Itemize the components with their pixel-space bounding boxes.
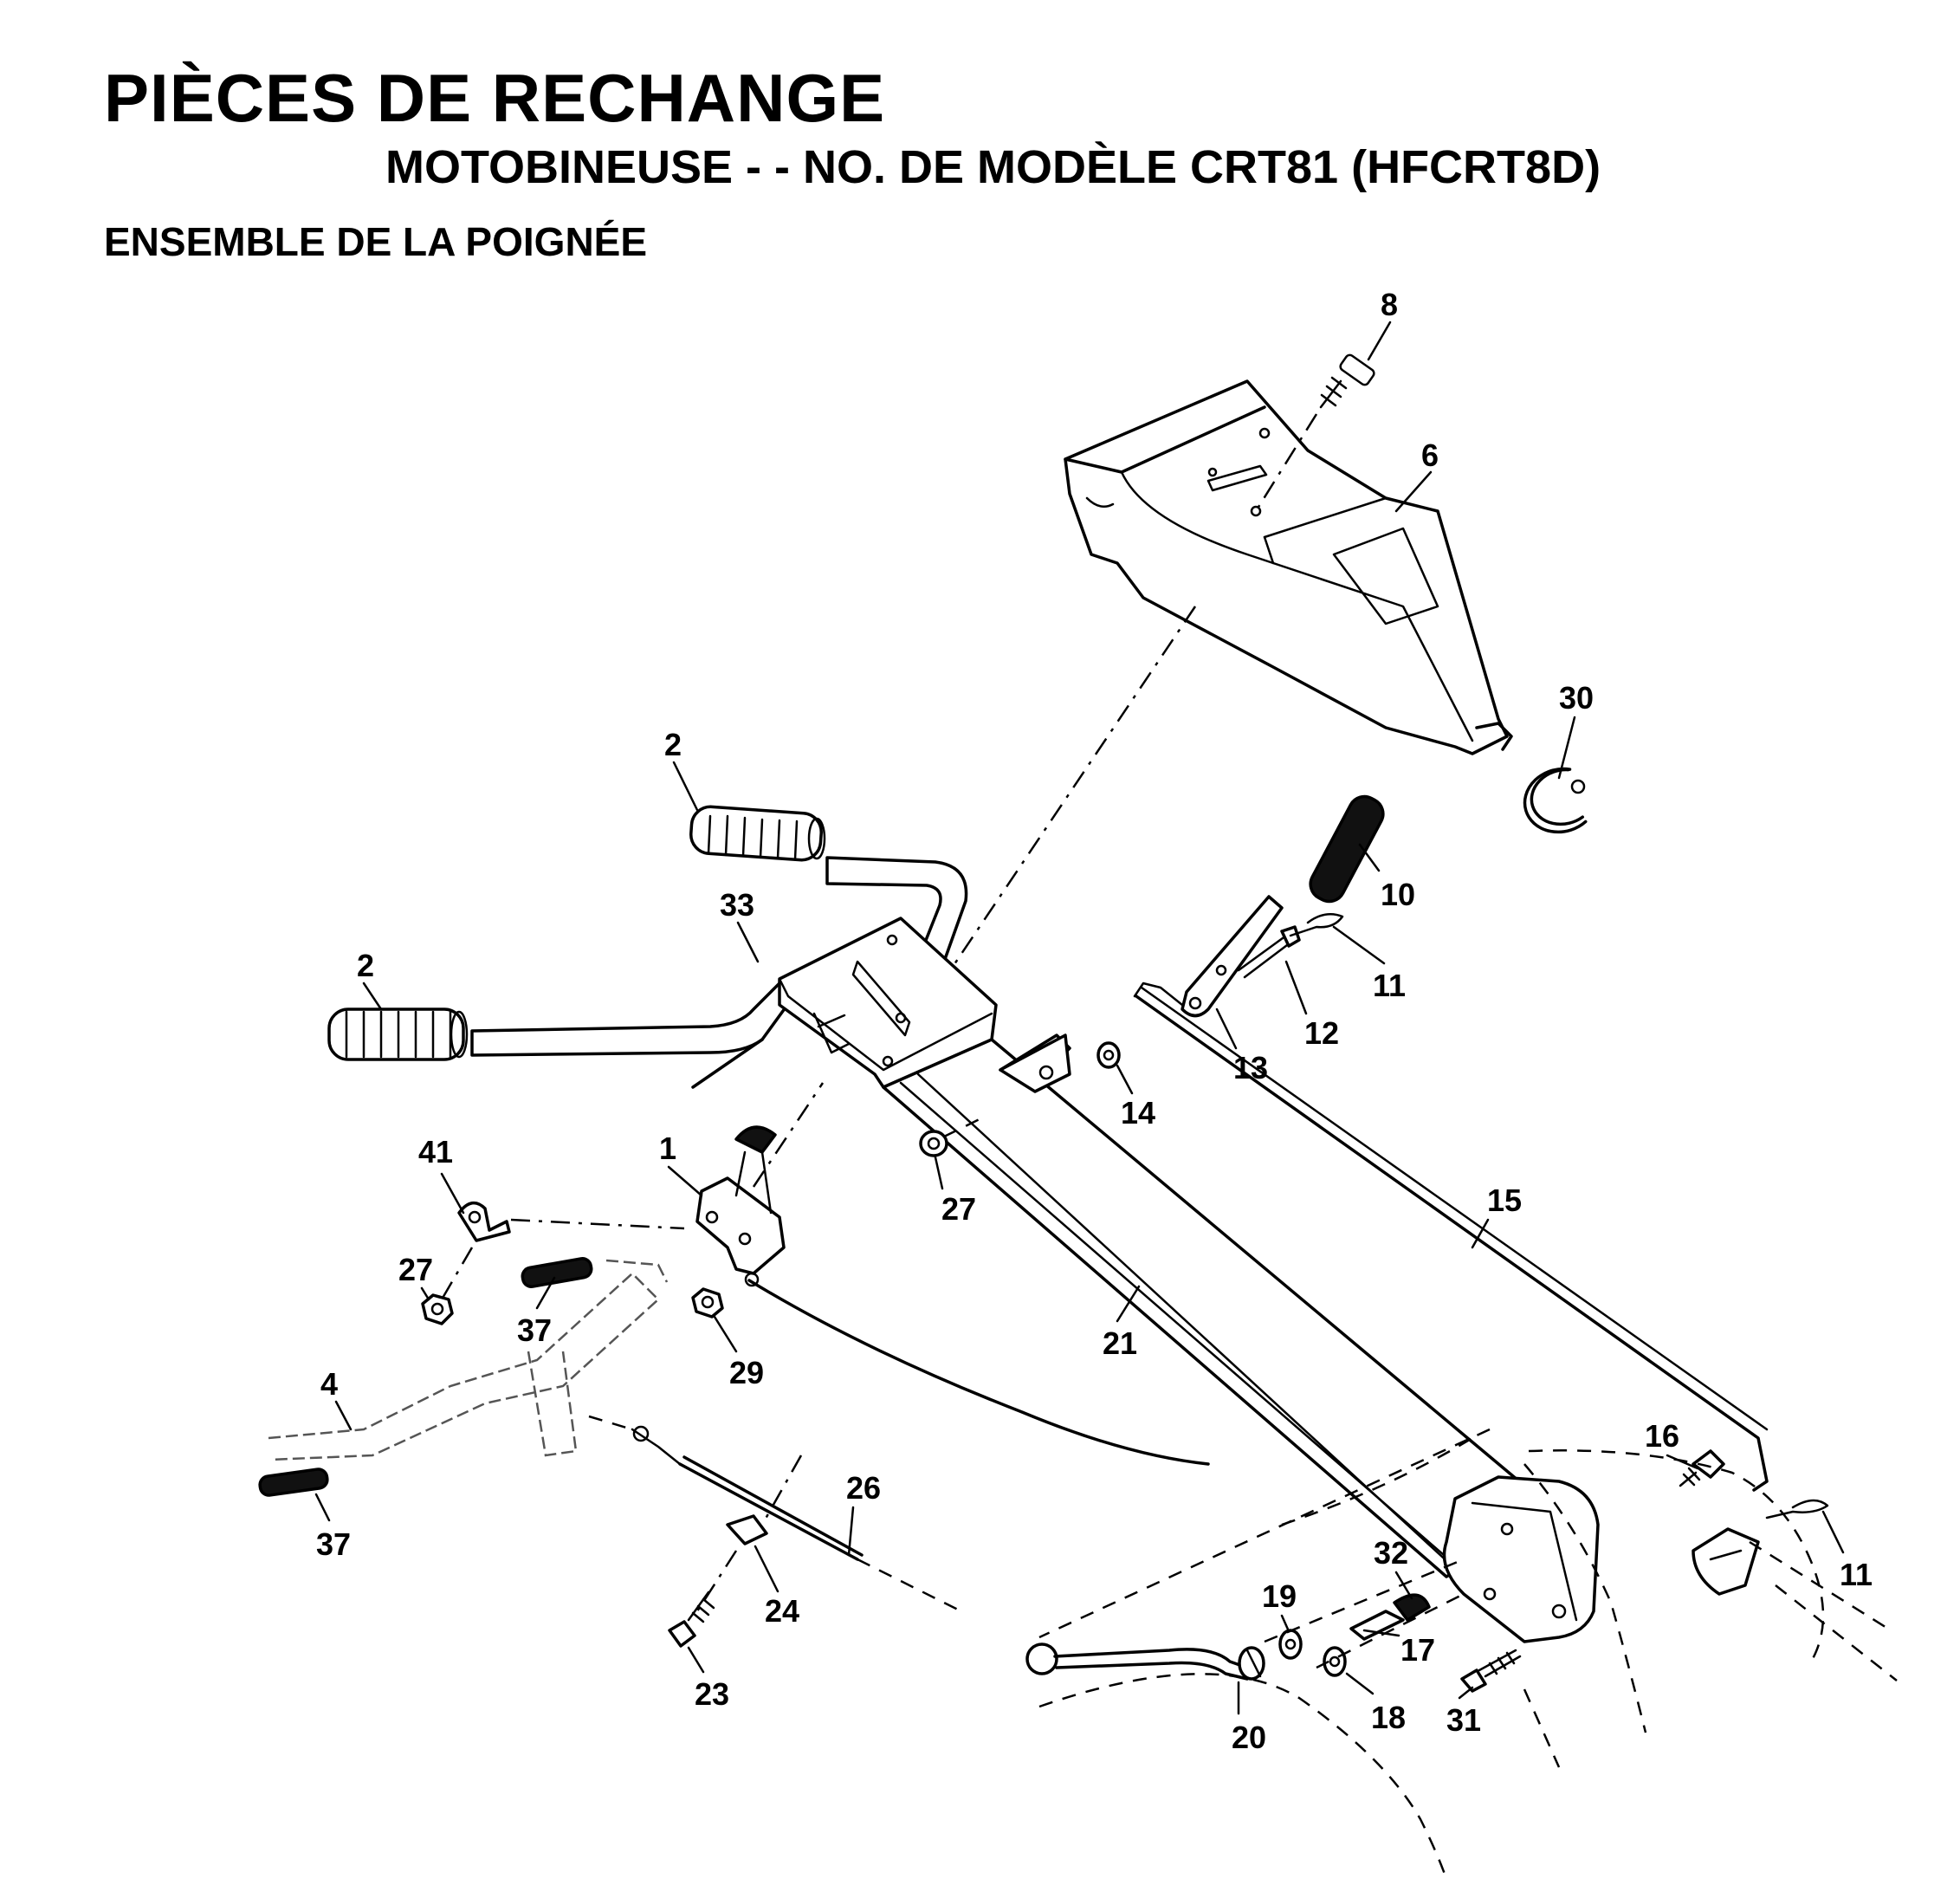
callout-15: 15: [1487, 1182, 1522, 1218]
callout-19: 19: [1262, 1578, 1297, 1614]
callout-27-left: 27: [398, 1252, 433, 1287]
callout-16: 16: [1645, 1418, 1679, 1454]
hairpin-part-11-upper: [1289, 912, 1344, 937]
nut-part-29: [691, 1287, 724, 1319]
cable-clamp-part-24: [695, 1455, 803, 1612]
shift-lever-part-4: [268, 1259, 669, 1461]
grip-part-10: [1309, 794, 1385, 904]
callout-13: 13: [1233, 1050, 1268, 1085]
tiller-body-outline: [1038, 1428, 1898, 1879]
callout-33: 33: [720, 887, 754, 923]
lever-part-13: [1181, 895, 1284, 1018]
callout-37-upper: 37: [517, 1312, 552, 1348]
grip-part-37-lower: [258, 1468, 329, 1497]
callout-37-lower: 37: [316, 1526, 351, 1562]
bolt-part-12: [1237, 925, 1301, 979]
callout-29: 29: [729, 1355, 764, 1390]
spring-part-32: [1393, 1593, 1431, 1622]
callout-6: 6: [1421, 437, 1439, 473]
callout-26: 26: [846, 1470, 881, 1506]
grip-part-37-upper: [521, 1257, 593, 1288]
clip-part-41: [440, 1201, 685, 1300]
leader-lines: [314, 321, 1845, 1715]
linkage-bracket: [1692, 1527, 1760, 1596]
callout-labels: 8 6 30 2 33 2 10 11 12 13 14 41 1 27 27 …: [316, 287, 1873, 1755]
callout-12: 12: [1304, 1015, 1339, 1051]
nut-part-27-center: [919, 1116, 984, 1157]
model-subtitle: MOTOBINEUSE - - NO. DE MODÈLE CRT81 (HFC…: [385, 141, 1601, 193]
callout-11-lower: 11: [1840, 1557, 1873, 1592]
washer-part-19: [1278, 1629, 1303, 1660]
bracket-tab: [999, 1033, 1071, 1093]
control-cable: [744, 1272, 1210, 1466]
callout-30: 30: [1559, 680, 1594, 716]
page-title: PIÈCES DE RECHANGE: [104, 60, 886, 136]
section-title: ENSEMBLE DE LA POIGNÉE: [104, 219, 648, 264]
bolt-part-16: [1679, 1449, 1725, 1487]
callout-27-center: 27: [941, 1191, 976, 1227]
callout-17: 17: [1400, 1632, 1435, 1668]
washer-part-14: [1096, 1041, 1121, 1069]
callout-2-lower: 2: [357, 948, 374, 983]
callout-24: 24: [765, 1593, 799, 1629]
handle-tube-part-21: [882, 1033, 1552, 1578]
callout-11-upper: 11: [1373, 968, 1406, 1003]
callout-1: 1: [659, 1131, 676, 1166]
callout-4: 4: [320, 1366, 338, 1402]
grip-part-2-upper: [689, 805, 826, 862]
cable-part-26: [588, 1415, 962, 1613]
callout-20: 20: [1232, 1720, 1266, 1755]
grip-part-2-lower: [327, 1008, 469, 1061]
screw-part-31: [1460, 1649, 1522, 1693]
callout-2-upper: 2: [664, 727, 682, 762]
handle-cover-part-6: [1064, 379, 1513, 755]
callout-21: 21: [1103, 1325, 1137, 1361]
pivot-bracket: [1442, 1475, 1600, 1643]
callout-32: 32: [1374, 1535, 1408, 1571]
rod-part-15: [1133, 982, 1769, 1492]
washer-part-18: [1323, 1646, 1347, 1677]
hairpin-part-11-lower: [1765, 1499, 1829, 1519]
control-bracket-part-1: [695, 1082, 825, 1275]
shift-handle-part-20: [1025, 1643, 1249, 1681]
callout-8: 8: [1381, 287, 1398, 322]
callout-23: 23: [695, 1676, 729, 1712]
callout-18: 18: [1371, 1700, 1406, 1735]
screw-part-8: [1254, 353, 1375, 512]
callout-41: 41: [418, 1134, 453, 1170]
callout-14: 14: [1121, 1095, 1155, 1131]
screw-part-23: [668, 1591, 715, 1648]
callout-31: 31: [1446, 1702, 1481, 1738]
spacer-part-17: [1349, 1610, 1405, 1641]
callout-10: 10: [1381, 877, 1415, 912]
retaining-ring-part-30: [1523, 767, 1588, 834]
nut-part-27-left: [421, 1293, 454, 1325]
nut-part-19-spring: [1238, 1646, 1265, 1681]
